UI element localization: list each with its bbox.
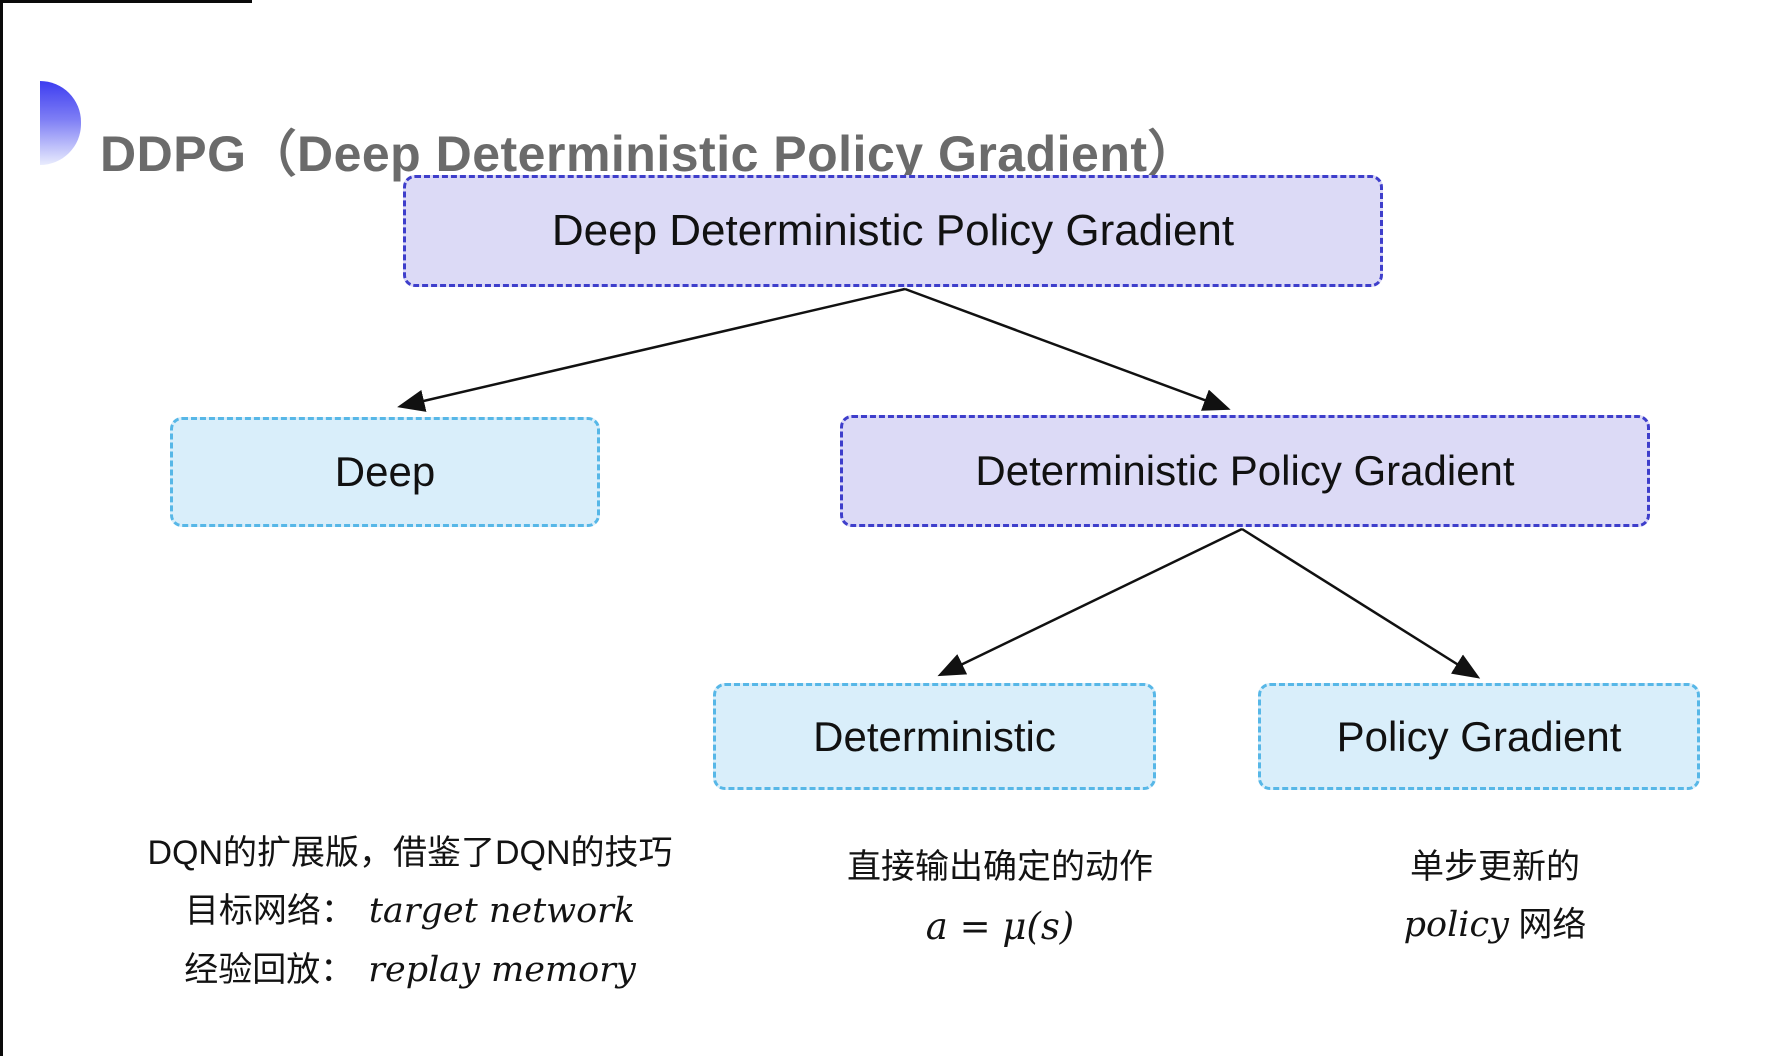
- note-policy-gradient: 单步更新的 policy 网络: [1283, 850, 1707, 967]
- node-deterministic-policy-gradient: Deterministic Policy Gradient: [840, 415, 1650, 527]
- node-policy-gradient: Policy Gradient: [1258, 683, 1700, 790]
- node-label: Deterministic Policy Gradient: [975, 447, 1515, 494]
- note-deep: DQN的扩展版，借鉴了DQN的技巧 目标网络： target network 经验…: [115, 836, 705, 1012]
- arrow-root-to-deep: [397, 287, 906, 412]
- note-deep-line2-label: 目标网络：: [184, 892, 355, 930]
- page-title: DDPG（Deep Deterministic Policy Gradient）: [100, 125, 1199, 182]
- note-deep-line3-term: replay memory: [368, 950, 636, 990]
- node-deterministic: Deterministic: [713, 683, 1156, 790]
- arrow-root-to-dpg: [904, 287, 1231, 411]
- arrow-dpg-to-policy-gradient: [1241, 527, 1481, 679]
- note-deterministic-formula: a = μ(s): [925, 905, 1075, 948]
- node-deep-deterministic-policy-gradient: Deep Deterministic Policy Gradient: [403, 175, 1383, 287]
- node-deep: Deep: [170, 417, 600, 527]
- note-deterministic: 直接输出确定的动作 a = μ(s): [785, 850, 1215, 945]
- note-policy-line2: policy 网络: [1283, 908, 1707, 943]
- note-policy-line1: 单步更新的: [1410, 848, 1580, 886]
- left-edge-line: [0, 0, 3, 1056]
- note-deep-line1: DQN的扩展版，借鉴了DQN的技巧: [147, 834, 673, 872]
- note-policy-term: policy: [1403, 905, 1509, 945]
- note-policy-rest: 网络: [1508, 906, 1587, 944]
- arrow-dpg-to-deterministic: [937, 527, 1243, 677]
- gradient-semicircle-icon: [40, 81, 81, 165]
- node-label: Policy Gradient: [1336, 712, 1622, 760]
- node-label: Deep Deterministic Policy Gradient: [551, 206, 1235, 255]
- note-deep-line3-label: 经验回放：: [184, 951, 355, 989]
- note-deterministic-line1: 直接输出确定的动作: [847, 848, 1153, 886]
- top-edge-line: [0, 0, 252, 3]
- note-deep-line2-term: target network: [368, 891, 636, 931]
- node-label: Deep: [334, 448, 436, 495]
- note-deep-line2: 目标网络： target network: [115, 894, 705, 929]
- node-label: Deterministic: [813, 712, 1056, 760]
- note-deep-line3: 经验回放： replay memory: [115, 953, 705, 988]
